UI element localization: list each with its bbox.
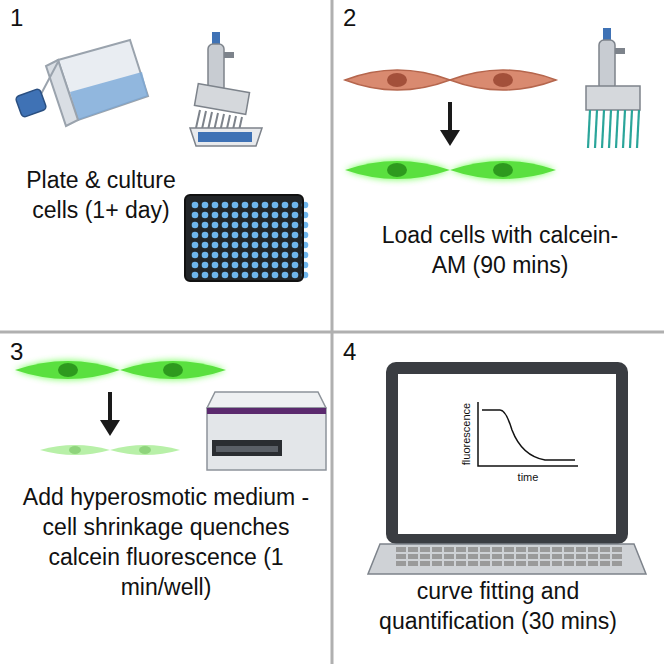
axis-label-x: time	[518, 471, 539, 483]
step-panel: 3Add hyperosmotic medium - cell shrinkag…	[0, 332, 332, 664]
axis-label-y: fluorescence	[460, 403, 472, 465]
step-number: 1	[10, 4, 23, 32]
step-panel: 2Load cells with calcein-AM (90 mins)	[332, 0, 664, 332]
step-panel: 4 curve fitting and quantification (30 mi…	[332, 332, 664, 664]
step-caption: Add hyperosmotic medium - cell shrinkage…	[4, 482, 328, 602]
step-caption: Load cells with calcein-AM (90 mins)	[380, 220, 620, 280]
step-number: 4	[343, 338, 356, 366]
step-number: 3	[10, 338, 23, 366]
step-caption: Plate & culture cells (1+ day)	[26, 165, 176, 225]
step-number: 2	[343, 4, 356, 32]
step-caption: curve fitting and quantification (30 min…	[363, 576, 633, 636]
step-panel: 1Plate & culture cells (1+ day)	[0, 0, 332, 332]
